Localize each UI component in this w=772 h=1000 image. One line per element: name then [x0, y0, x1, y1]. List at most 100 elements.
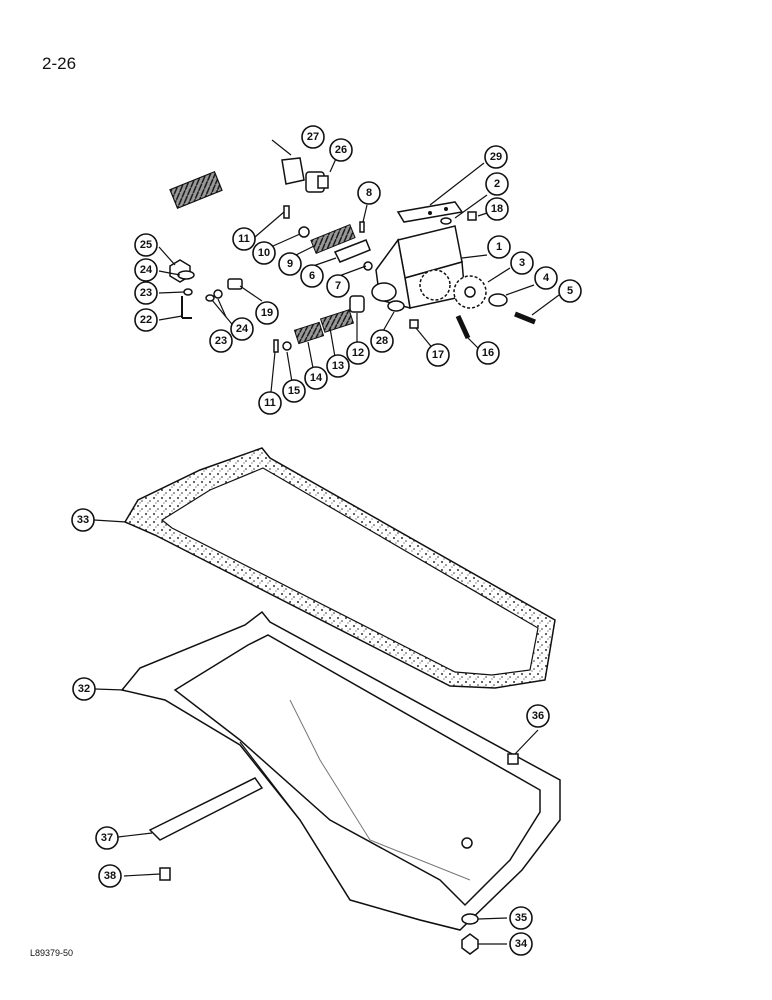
callout-7: 7 [326, 274, 350, 298]
svg-text:24: 24 [140, 264, 153, 276]
svg-text:23: 23 [140, 287, 152, 299]
suction-pipe [169, 122, 305, 210]
svg-text:28: 28 [376, 335, 388, 347]
gear-washer [488, 293, 508, 307]
callout-35: 35 [509, 906, 533, 930]
callout-1: 1 [487, 235, 511, 259]
callout-6: 6 [300, 264, 324, 288]
ball [298, 226, 310, 238]
dowel-pin [440, 217, 452, 225]
oil-pan-gasket [123, 447, 556, 689]
svg-text:18: 18 [491, 203, 503, 215]
svg-text:10: 10 [258, 247, 270, 259]
callout-17: 17 [426, 343, 450, 367]
svg-text:11: 11 [238, 233, 250, 245]
valve-sleeve [349, 295, 365, 313]
svg-text:15: 15 [288, 385, 300, 397]
callout-29: 29 [484, 145, 508, 169]
svg-text:16: 16 [482, 347, 494, 359]
callout-18: 18 [485, 197, 509, 221]
svg-text:11: 11 [264, 397, 276, 409]
plug [467, 211, 477, 221]
callout-33: 33 [71, 508, 95, 532]
callout-36: 36 [526, 704, 550, 728]
callout-26: 26 [329, 138, 353, 162]
callout-10: 10 [252, 241, 276, 265]
callout-16: 16 [476, 341, 500, 365]
callout-4: 4 [534, 266, 558, 290]
lock-washer [177, 270, 195, 280]
callout-11-upper: 11 [232, 227, 256, 251]
valve-plunger [333, 239, 371, 263]
svg-text:32: 32 [78, 683, 90, 695]
callout-3: 3 [510, 251, 534, 275]
svg-text:27: 27 [307, 131, 319, 143]
svg-text:12: 12 [352, 347, 364, 359]
svg-text:7: 7 [335, 280, 341, 292]
svg-text:3: 3 [519, 257, 525, 269]
svg-text:1: 1 [496, 241, 502, 253]
callout-23-left: 23 [134, 281, 158, 305]
callout-24-left: 24 [134, 258, 158, 282]
svg-text:23: 23 [215, 335, 227, 347]
svg-text:22: 22 [140, 314, 152, 326]
callout-14: 14 [304, 366, 328, 390]
callout-11-lower: 11 [258, 391, 282, 415]
callout-8: 8 [357, 181, 381, 205]
oil-pump-body [371, 225, 466, 310]
svg-text:25: 25 [140, 239, 152, 251]
figure-code: L89379-50 [30, 948, 74, 958]
callout-13: 13 [326, 354, 350, 378]
drain-plug [461, 933, 479, 955]
drain-washer [461, 913, 479, 925]
callout-9: 9 [278, 252, 302, 276]
svg-text:29: 29 [490, 151, 502, 163]
svg-text:24: 24 [236, 323, 249, 335]
check-pin [181, 296, 192, 319]
page-number: 2-26 [42, 54, 77, 73]
seal-ring [387, 300, 405, 312]
svg-text:37: 37 [101, 832, 113, 844]
callout-19: 19 [255, 301, 279, 325]
callout-12: 12 [346, 341, 370, 365]
callout-5: 5 [558, 279, 582, 303]
pan-bracket [148, 777, 264, 841]
svg-text:38: 38 [104, 870, 116, 882]
pan-plug [507, 753, 519, 765]
svg-text:34: 34 [515, 938, 528, 950]
callout-28: 28 [370, 329, 394, 353]
spring-pin [359, 221, 365, 233]
svg-text:4: 4 [543, 272, 550, 284]
callout-15: 15 [282, 379, 306, 403]
callout-2: 2 [485, 172, 509, 196]
callout-22: 22 [134, 308, 158, 332]
pump-bolt [455, 314, 471, 340]
bolt [514, 311, 536, 325]
callout-23-right: 23 [209, 329, 233, 353]
callout-25: 25 [134, 233, 158, 257]
svg-text:17: 17 [432, 349, 444, 361]
washer [363, 261, 373, 271]
svg-text:5: 5 [567, 285, 573, 297]
svg-text:19: 19 [261, 307, 273, 319]
svg-text:8: 8 [366, 187, 372, 199]
elbow-fitting [227, 278, 243, 290]
svg-text:14: 14 [310, 372, 323, 384]
svg-text:35: 35 [515, 912, 527, 924]
svg-text:2: 2 [494, 178, 500, 190]
oil-pan [120, 610, 561, 931]
svg-text:26: 26 [335, 144, 347, 156]
callout-32: 32 [72, 677, 96, 701]
svg-text:36: 36 [532, 710, 544, 722]
pin [283, 205, 290, 219]
callout-37: 37 [95, 826, 119, 850]
pump-nut [409, 319, 419, 329]
callout-38: 38 [98, 864, 122, 888]
svg-text:9: 9 [287, 258, 293, 270]
svg-text:6: 6 [309, 270, 315, 282]
svg-text:13: 13 [332, 360, 344, 372]
pump-gears [419, 269, 487, 309]
pan-bolt [159, 867, 171, 881]
callout-27: 27 [301, 125, 325, 149]
